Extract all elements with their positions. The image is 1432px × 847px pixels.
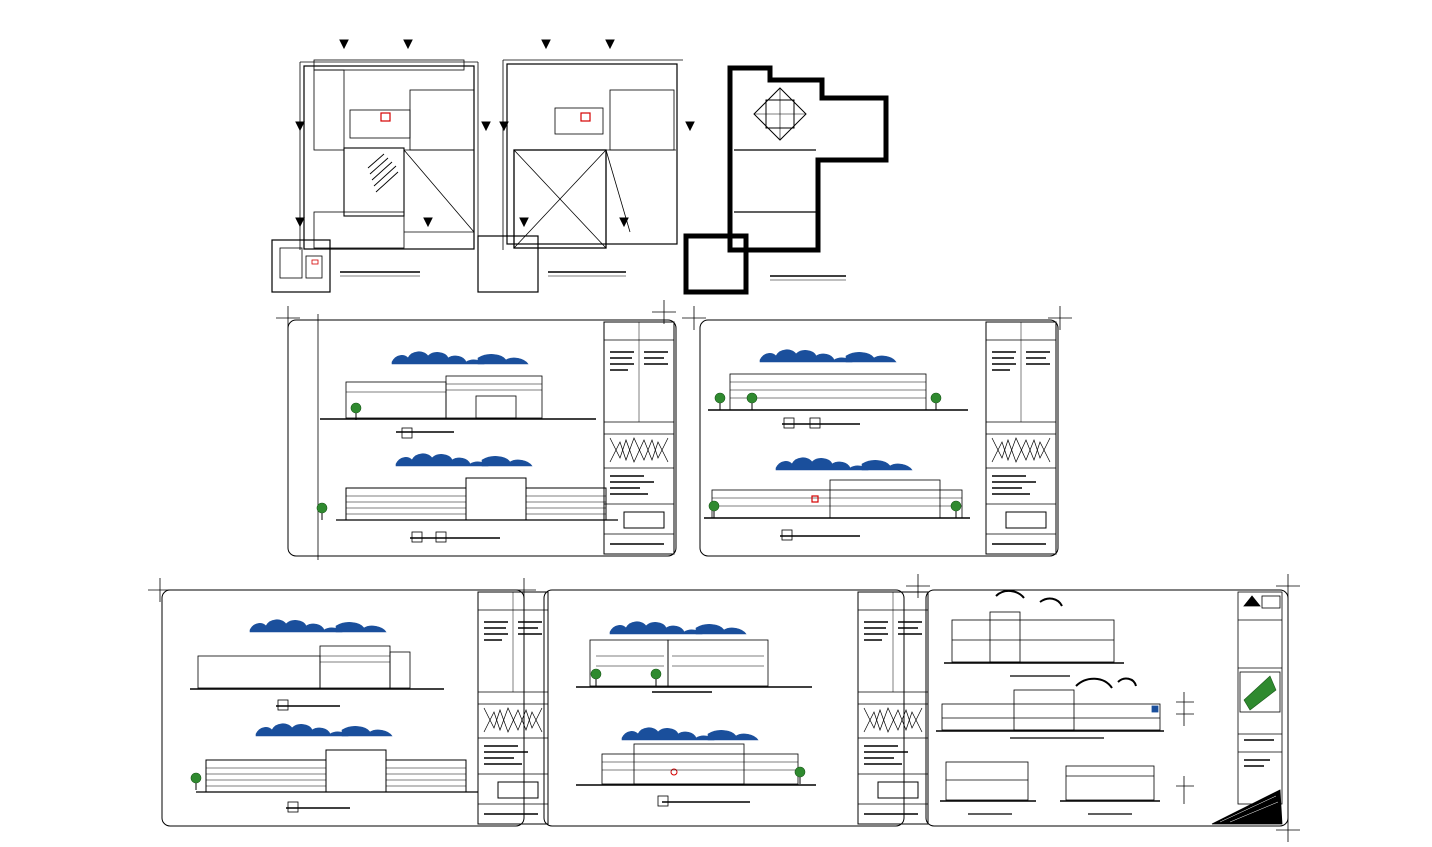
west-elevation (190, 645, 444, 711)
ground-floor-plan (271, 39, 491, 293)
rear-elevation (708, 373, 968, 429)
upper-floor-plan (477, 39, 695, 293)
elevation-sheet-3 (148, 578, 549, 827)
section-d-d (1060, 765, 1194, 815)
elevation-sheet-4 (543, 589, 929, 827)
section-a-a (944, 590, 1124, 677)
front-elevation (320, 375, 596, 439)
section-c-c (940, 761, 1036, 815)
side-elevation (316, 477, 619, 543)
elevation-sheet-2 (682, 306, 1072, 557)
section-title-block (1211, 591, 1283, 825)
section-b-b (936, 677, 1194, 739)
south-elevation (576, 743, 816, 807)
lateral-elevation (704, 479, 970, 541)
roof-plan (683, 65, 889, 295)
north-elevation (576, 639, 812, 693)
section-sheet (906, 574, 1300, 842)
elevation-sheet-1 (276, 300, 677, 560)
east-elevation (190, 749, 479, 813)
